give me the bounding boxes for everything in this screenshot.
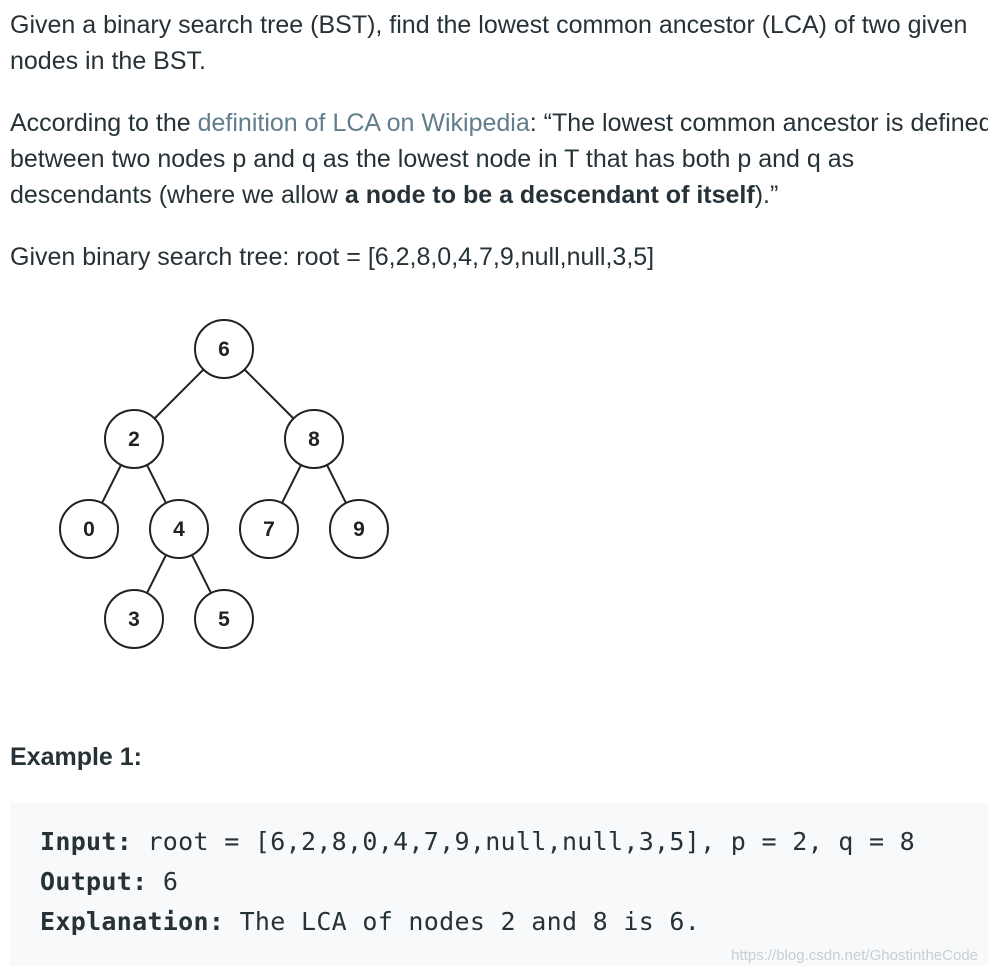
wikipedia-lca-link[interactable]: definition of LCA on Wikipedia bbox=[197, 109, 530, 137]
tree-node-label: 2 bbox=[128, 428, 140, 451]
example-output-line: Output: 6 bbox=[40, 867, 178, 896]
tree-node-label: 3 bbox=[128, 608, 140, 631]
tree-node-label: 7 bbox=[263, 518, 275, 541]
tree-edge-4-3 bbox=[146, 554, 167, 594]
tree-node-9: 9 bbox=[329, 499, 389, 559]
tree-edge-8-7 bbox=[281, 464, 302, 504]
output-label: Output: bbox=[40, 867, 148, 896]
example-input-line: Input: root = [6,2,8,0,4,7,9,null,null,3… bbox=[40, 827, 915, 856]
tree-edge-8-9 bbox=[326, 464, 347, 504]
definition-prefix: According to the bbox=[10, 109, 198, 137]
tree-node-circle bbox=[329, 499, 389, 559]
input-value: root = [6,2,8,0,4,7,9,null,null,3,5], p … bbox=[132, 827, 916, 856]
definition-bold: a node to be a descendant of itself bbox=[344, 181, 755, 209]
tree-node-circle bbox=[104, 589, 164, 649]
tree-node-3: 3 bbox=[104, 589, 164, 649]
tree-node-7: 7 bbox=[239, 499, 299, 559]
definition-paragraph: According to the definition of LCA on Wi… bbox=[10, 105, 988, 213]
tree-node-8: 8 bbox=[284, 409, 344, 469]
bst-diagram: 6 2 8 0 4 7 9 3 5 bbox=[50, 310, 400, 660]
tree-node-label: 6 bbox=[218, 338, 230, 361]
tree-node-label: 5 bbox=[218, 608, 230, 631]
tree-node-label: 8 bbox=[308, 428, 320, 451]
tree-node-5: 5 bbox=[194, 589, 254, 649]
example-title: Example 1: bbox=[10, 743, 143, 771]
output-value: 6 bbox=[147, 867, 179, 896]
tree-node-circle bbox=[104, 409, 164, 469]
tree-node-circle bbox=[239, 499, 299, 559]
input-label: Input: bbox=[40, 827, 133, 856]
tree-node-label: 4 bbox=[173, 518, 185, 541]
tree-node-label: 9 bbox=[353, 518, 365, 541]
given-tree-paragraph: Given binary search tree: root = [6,2,8,… bbox=[10, 239, 654, 275]
intro-text: Given a binary search tree (BST), find t… bbox=[10, 11, 968, 75]
example-code-block: Input: root = [6,2,8,0,4,7,9,null,null,3… bbox=[10, 803, 988, 966]
tree-node-circle bbox=[149, 499, 209, 559]
tree-node-circle bbox=[284, 409, 344, 469]
tree-node-label: 0 bbox=[83, 518, 95, 541]
watermark: https://blog.csdn.net/GhostintheCode bbox=[731, 947, 978, 964]
tree-edge-4-5 bbox=[191, 554, 212, 594]
tree-node-circle bbox=[194, 589, 254, 649]
example-explanation-line: Explanation: The LCA of nodes 2 and 8 is… bbox=[40, 907, 700, 936]
tree-edge-2-0 bbox=[101, 464, 122, 504]
definition-suffix: ).” bbox=[754, 181, 779, 209]
tree-node-circle bbox=[194, 319, 254, 379]
explanation-label: Explanation: bbox=[40, 907, 225, 936]
given-tree-text: Given binary search tree: root = [6,2,8,… bbox=[10, 243, 655, 271]
definition-middle: : “The lowest common ancestor is defined… bbox=[10, 109, 988, 209]
intro-paragraph: Given a binary search tree (BST), find t… bbox=[10, 7, 985, 79]
tree-edge-6-8 bbox=[243, 368, 295, 420]
bst-diagram-svg: 6 2 8 0 4 7 9 3 5 bbox=[59, 319, 389, 649]
tree-node-2: 2 bbox=[104, 409, 164, 469]
explanation-value: The LCA of nodes 2 and 8 is 6. bbox=[224, 907, 701, 936]
tree-edge-2-4 bbox=[146, 464, 167, 504]
tree-edge-6-2 bbox=[153, 368, 205, 420]
tree-node-6: 6 bbox=[194, 319, 254, 379]
tree-node-0: 0 bbox=[59, 499, 119, 559]
tree-node-circle bbox=[59, 499, 119, 559]
tree-node-4: 4 bbox=[149, 499, 209, 559]
